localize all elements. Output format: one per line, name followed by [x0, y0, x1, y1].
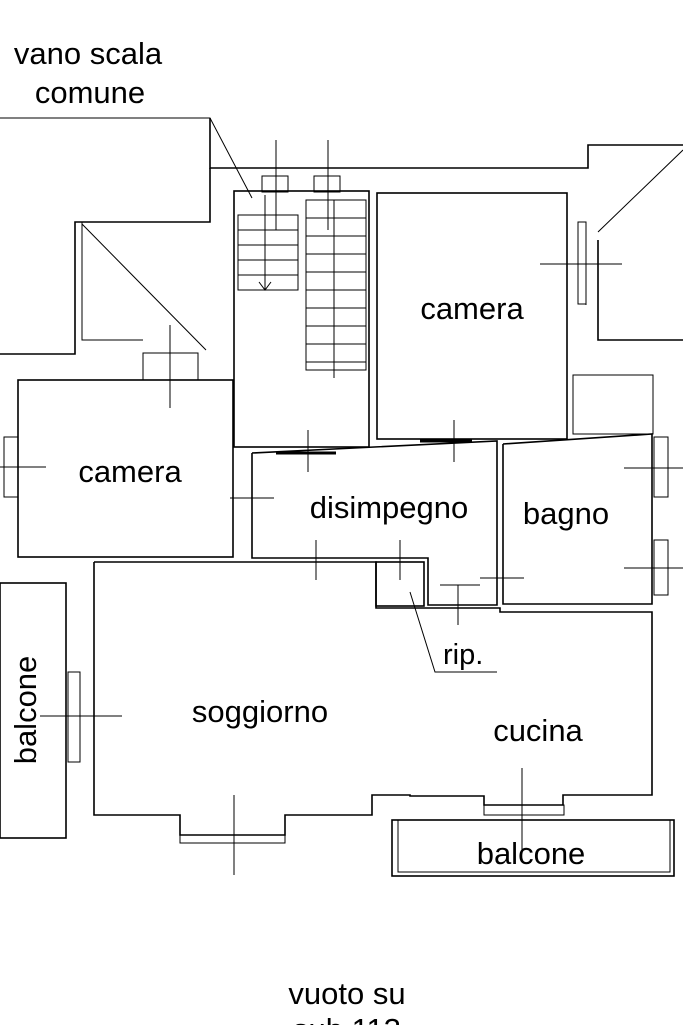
window-cucina-bottom	[483, 804, 565, 816]
label-balcone-left: balcone	[8, 656, 43, 765]
window-bagno-1	[653, 436, 669, 498]
stair-label-line2: comune	[35, 75, 145, 110]
terrace-outline	[81, 222, 143, 341]
outer-wall	[209, 118, 683, 169]
label-balcone-bottom: balcone	[477, 836, 586, 871]
stair-leader-line	[0, 117, 253, 199]
bottom-caption-line1: vuoto su	[288, 976, 405, 1011]
window-soggiorno-bottom	[179, 834, 286, 844]
chimney-1	[261, 175, 289, 193]
terrace-diagonal	[81, 223, 207, 351]
stairwell	[233, 190, 370, 448]
bagno-partition	[572, 374, 654, 435]
room-bagno	[502, 433, 653, 605]
window-soggiorno-left	[67, 671, 81, 763]
label-bagno: bagno	[523, 496, 609, 531]
rip-leader-line	[409, 591, 497, 673]
bottom-caption-line2: sub 113	[293, 1012, 401, 1025]
stair-label-line1: vano scala	[14, 36, 163, 71]
window-camera-top	[577, 221, 587, 305]
room-disimpegno	[251, 440, 498, 606]
label-camera-left: camera	[78, 454, 182, 489]
chimney-2	[313, 175, 341, 193]
stair-flight-left	[237, 195, 299, 291]
outer-wall-left-upper	[0, 168, 211, 355]
balcone-left	[0, 582, 67, 839]
outer-wall-right	[597, 240, 683, 341]
label-soggiorno: soggiorno	[192, 694, 328, 729]
label-disimpegno: disimpegno	[310, 490, 469, 525]
stair-flight-right	[305, 199, 367, 378]
roof-diagonal-right	[597, 149, 683, 233]
label-cucina: cucina	[493, 713, 583, 748]
balcone-bottom-inner	[397, 819, 671, 873]
room-camera-top	[376, 192, 568, 440]
label-rip: rip.	[443, 639, 483, 671]
label-camera-top: camera	[420, 291, 524, 326]
room-soggiorno-cucina	[93, 561, 653, 836]
